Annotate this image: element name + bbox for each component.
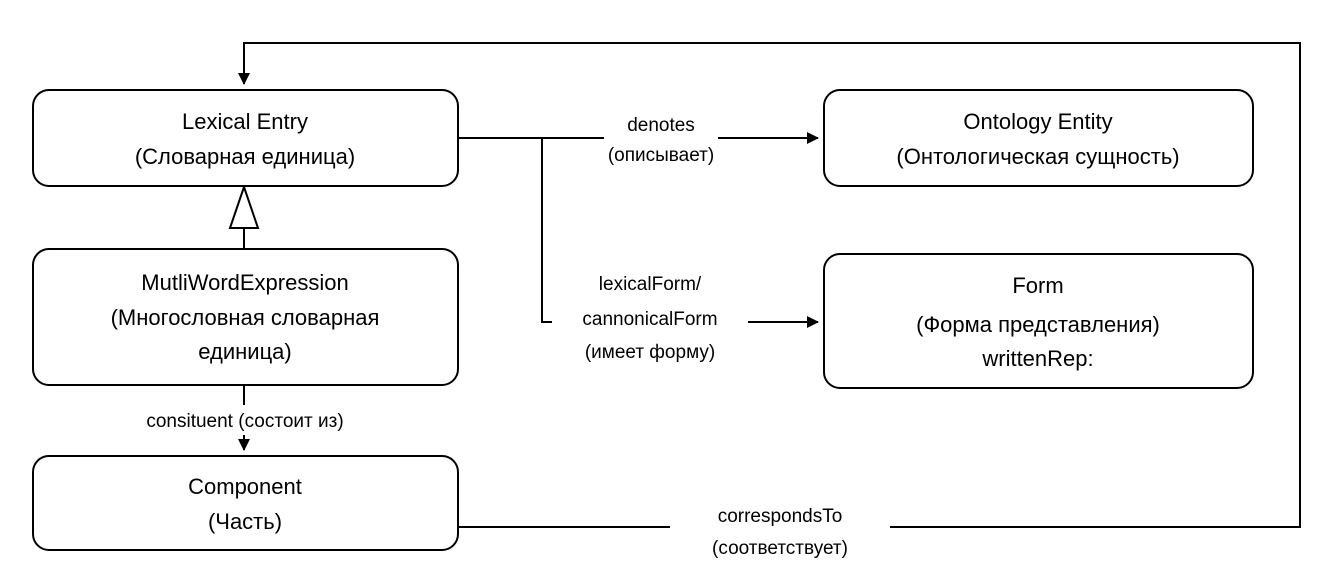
ontology-entity-node: Ontology Entity (Онтологическая сущность… [823, 89, 1254, 187]
constituent-label: consituent (состоит из) [146, 411, 343, 432]
lexical-form-label-translation: (имеет форму) [585, 342, 715, 363]
form-title: Form [1012, 273, 1063, 298]
denotes-label-translation: (описывает) [608, 145, 714, 166]
lexical-entry-node: Lexical Entry (Словарная единица) [32, 89, 459, 187]
corresponds-to-connector [238, 42, 1301, 528]
canonical-form-label: cannonicalForm [582, 309, 717, 330]
lexical-form-label: lexicalForm/ [599, 274, 702, 295]
multiword-expression-subtitle: (Многословная словарная [111, 305, 380, 330]
ontology-entity-title: Ontology Entity [963, 109, 1112, 134]
lexical-entry-title: Lexical Entry [182, 109, 308, 134]
generalization-triangle [228, 183, 260, 229]
component-subtitle: (Часть) [208, 509, 282, 534]
multiword-expression-subtitle-2: единица) [198, 339, 291, 364]
multiword-expression-title: MutliWordExpression [141, 270, 348, 295]
lexical-entry-subtitle: (Словарная единица) [135, 144, 355, 169]
corresponds-to-label: correspondsTo [718, 506, 843, 527]
component-title: Component [188, 474, 302, 499]
form-node: Form (Форма представления) writtenRep: [823, 253, 1254, 389]
denotes-label: denotes [627, 115, 695, 136]
form-written-rep: writtenRep: [981, 346, 1093, 371]
multiword-expression-node: MutliWordExpression (Многословная словар… [32, 248, 459, 386]
ontology-entity-subtitle: (Онтологическая сущность) [896, 144, 1179, 169]
component-node: Component (Часть) [32, 455, 459, 551]
form-subtitle: (Форма представления) [916, 312, 1160, 337]
corresponds-to-label-translation: (соответствует) [712, 538, 848, 559]
